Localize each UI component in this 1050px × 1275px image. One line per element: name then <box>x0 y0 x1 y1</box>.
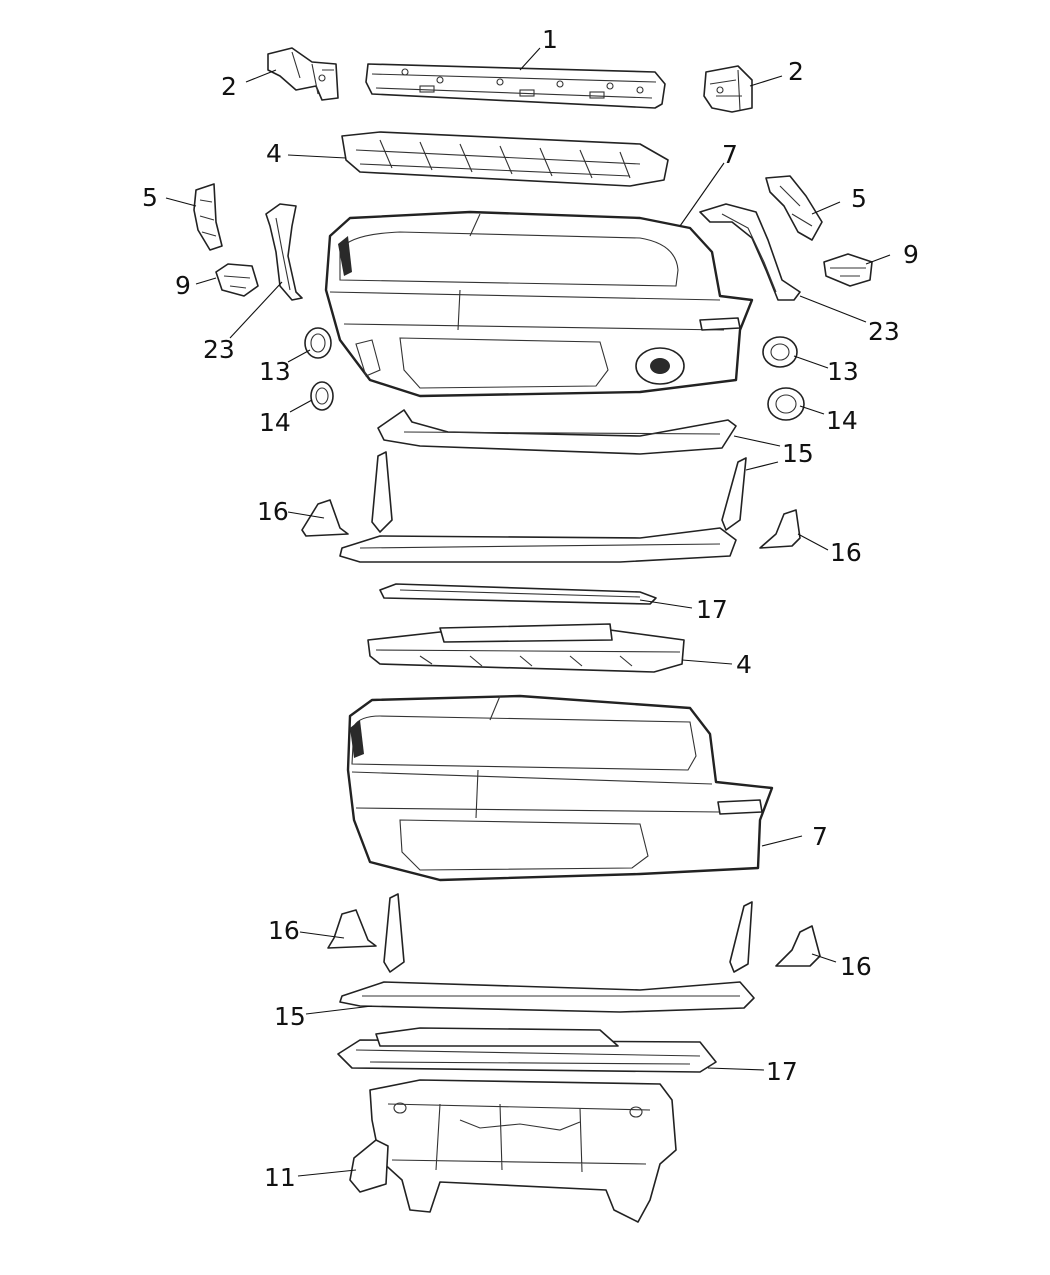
part-15-lower-lower <box>339 893 755 1013</box>
callout-16-lower-right: 16 <box>840 952 872 981</box>
callout-15-upper: 15 <box>782 439 814 468</box>
part-9-bracket-right <box>823 253 873 287</box>
callout-11: 11 <box>264 1163 296 1192</box>
callout-labels: 1 2 2 4 4 5 5 7 7 9 9 11 13 13 14 14 15 … <box>142 25 919 1192</box>
part-5-bracket-right <box>765 175 823 241</box>
part-17-strip-upper <box>379 583 657 605</box>
part-1-bumper-reinforcement <box>365 63 666 109</box>
part-16-bracket-upper-left <box>301 499 349 537</box>
callout-2-left: 2 <box>221 72 237 101</box>
part-9-bracket-left <box>215 263 259 297</box>
callout-14-right: 14 <box>826 406 858 435</box>
part-5-bracket-left <box>193 183 223 251</box>
callout-16-upper-right: 16 <box>830 538 862 567</box>
part-2-bracket-left <box>267 47 339 101</box>
callout-14-left: 14 <box>259 408 291 437</box>
callout-4-lower: 4 <box>736 650 752 679</box>
callout-4-upper: 4 <box>266 139 282 168</box>
callout-1: 1 <box>542 25 558 54</box>
callout-16-lower-left: 16 <box>268 916 300 945</box>
callout-17-lower: 17 <box>766 1057 798 1086</box>
callout-5-left: 5 <box>142 183 158 212</box>
callout-17-upper: 17 <box>696 595 728 624</box>
part-23-deflector-left <box>265 203 303 301</box>
part-23-deflector-right <box>699 203 801 301</box>
part-17-strip-lower <box>337 1027 717 1073</box>
part-13-bezel-right <box>762 336 798 368</box>
callout-7-upper: 7 <box>722 140 738 169</box>
part-7-fascia-lower <box>346 694 774 882</box>
part-4-absorber-lower <box>367 623 685 673</box>
part-15-lower-upper-strip <box>377 409 737 455</box>
callout-23-right: 23 <box>868 317 900 346</box>
callout-15-lower: 15 <box>274 1002 306 1031</box>
part-2-bracket-right <box>703 65 753 113</box>
callout-13-right: 13 <box>827 357 859 386</box>
part-4-absorber-upper <box>341 131 669 187</box>
callout-2-right: 2 <box>788 57 804 86</box>
callout-13-left: 13 <box>259 357 291 386</box>
callout-5-right: 5 <box>851 184 867 213</box>
part-14-bezel-right <box>767 387 805 421</box>
callout-23-left: 23 <box>203 335 235 364</box>
part-15-lower-upper-frame <box>339 451 747 563</box>
part-16-bracket-lower-right <box>775 925 821 967</box>
part-11-grille-support <box>349 1079 677 1223</box>
part-7-fascia-upper <box>324 210 754 398</box>
callout-7-lower: 7 <box>812 822 828 851</box>
part-16-bracket-lower-left <box>327 909 377 949</box>
part-14-bezel-left <box>310 381 334 411</box>
part-16-bracket-upper-right <box>759 509 801 549</box>
part-13-bezel-left <box>304 327 332 359</box>
callout-16-upper-left: 16 <box>257 497 289 526</box>
callout-9-right: 9 <box>903 240 919 269</box>
callout-9-left: 9 <box>175 271 191 300</box>
leader-lines <box>165 47 891 1177</box>
